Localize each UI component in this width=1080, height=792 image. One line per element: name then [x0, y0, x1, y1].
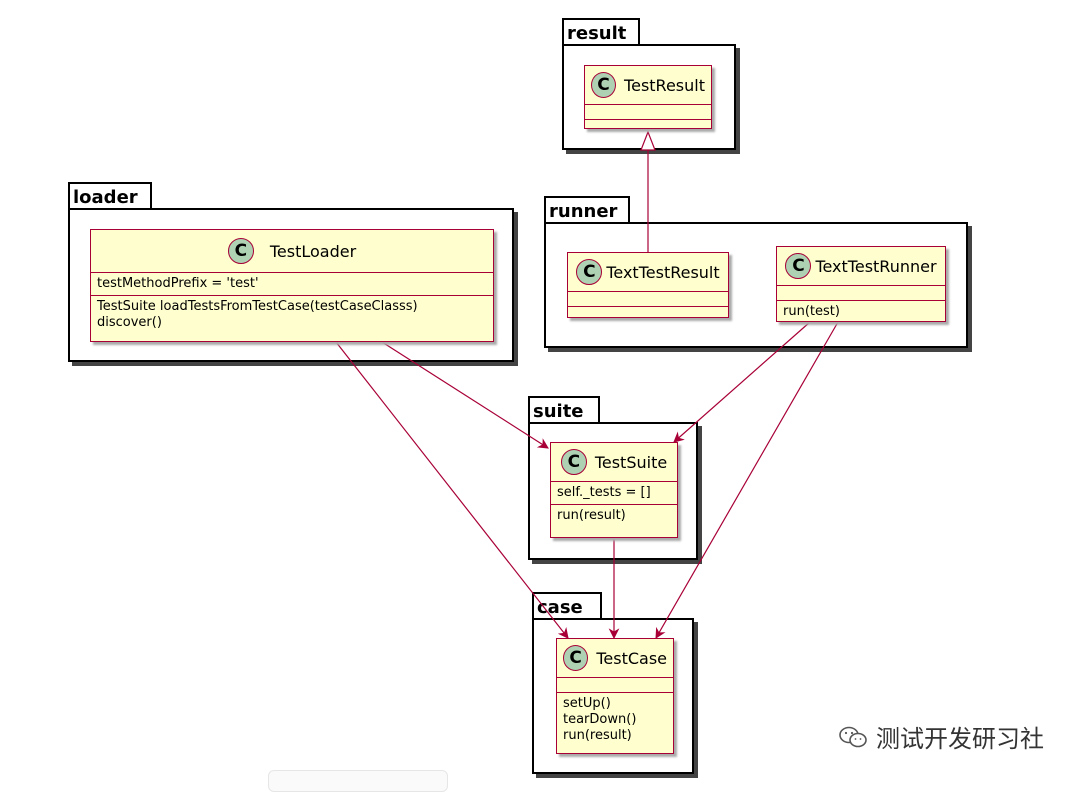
attribute: testMethodPrefix = 'test' [97, 276, 259, 291]
method: tearDown() [563, 712, 637, 727]
attribute: self._tests = [] [557, 485, 651, 500]
class-icon: C [563, 645, 589, 671]
methods-section: run(result) [551, 505, 677, 527]
inheritance-arrowhead [640, 130, 656, 151]
wechat-icon [839, 726, 867, 747]
methods-section [568, 307, 728, 321]
method: run(result) [557, 508, 626, 523]
package-loader-tab: loader [68, 182, 152, 210]
class-icon: C [227, 238, 254, 264]
class-texttestresult[interactable]: C TextTestResult [567, 252, 729, 318]
class-icon: C [591, 72, 617, 98]
package-suite-tab: suite [528, 396, 600, 424]
class-name: TestResult [624, 75, 705, 95]
class-icon: C [785, 253, 812, 279]
class-name: TestLoader [269, 241, 357, 261]
methods-section [585, 120, 711, 134]
method: discover() [97, 315, 162, 330]
class-testsuite[interactable]: C TestSuite self._tests = [] run(result) [550, 442, 678, 538]
bottom-tab-strip [268, 770, 448, 792]
dependency-runner-suite [673, 321, 811, 443]
method: run(test) [783, 304, 840, 319]
attributes-section: self._tests = [] [551, 482, 677, 505]
package-result-tab: result [562, 18, 640, 46]
class-testcase[interactable]: C TestCase setUp() tearDown() run(result… [556, 638, 674, 754]
attributes-section [585, 105, 711, 120]
class-name: TestCase [596, 648, 667, 668]
watermark: 测试开发研习社 [838, 719, 1044, 754]
method: TestSuite loadTestsFromTestCase(testCase… [97, 299, 418, 314]
methods-section: setUp() tearDown() run(result) [557, 693, 673, 747]
class-name: TextTestResult [606, 262, 720, 282]
attributes-section [557, 678, 673, 693]
methods-section: run(test) [777, 301, 945, 323]
attributes-section: testMethodPrefix = 'test' [91, 273, 493, 296]
class-icon: C [560, 449, 587, 475]
package-runner-tab: runner [544, 196, 630, 224]
attributes-section [777, 286, 945, 301]
method: setUp() [563, 696, 611, 711]
class-name: TextTestRunner [815, 256, 937, 276]
dependency-loader-case [335, 341, 569, 639]
watermark-text: 测试开发研习社 [876, 725, 1044, 753]
class-name: TestSuite [594, 452, 668, 472]
class-icon: C [576, 259, 603, 285]
method: run(result) [563, 728, 632, 743]
class-texttestrunner[interactable]: C TextTestRunner run(test) [776, 246, 946, 322]
class-testloader[interactable]: C TestLoader testMethodPrefix = 'test' T… [90, 229, 494, 342]
attributes-section [568, 292, 728, 307]
dependency-runner-case [655, 321, 839, 639]
methods-section: TestSuite loadTestsFromTestCase(testCase… [91, 296, 493, 334]
dependency-loader-suite [381, 341, 549, 449]
class-testresult[interactable]: C TestResult [584, 65, 712, 129]
